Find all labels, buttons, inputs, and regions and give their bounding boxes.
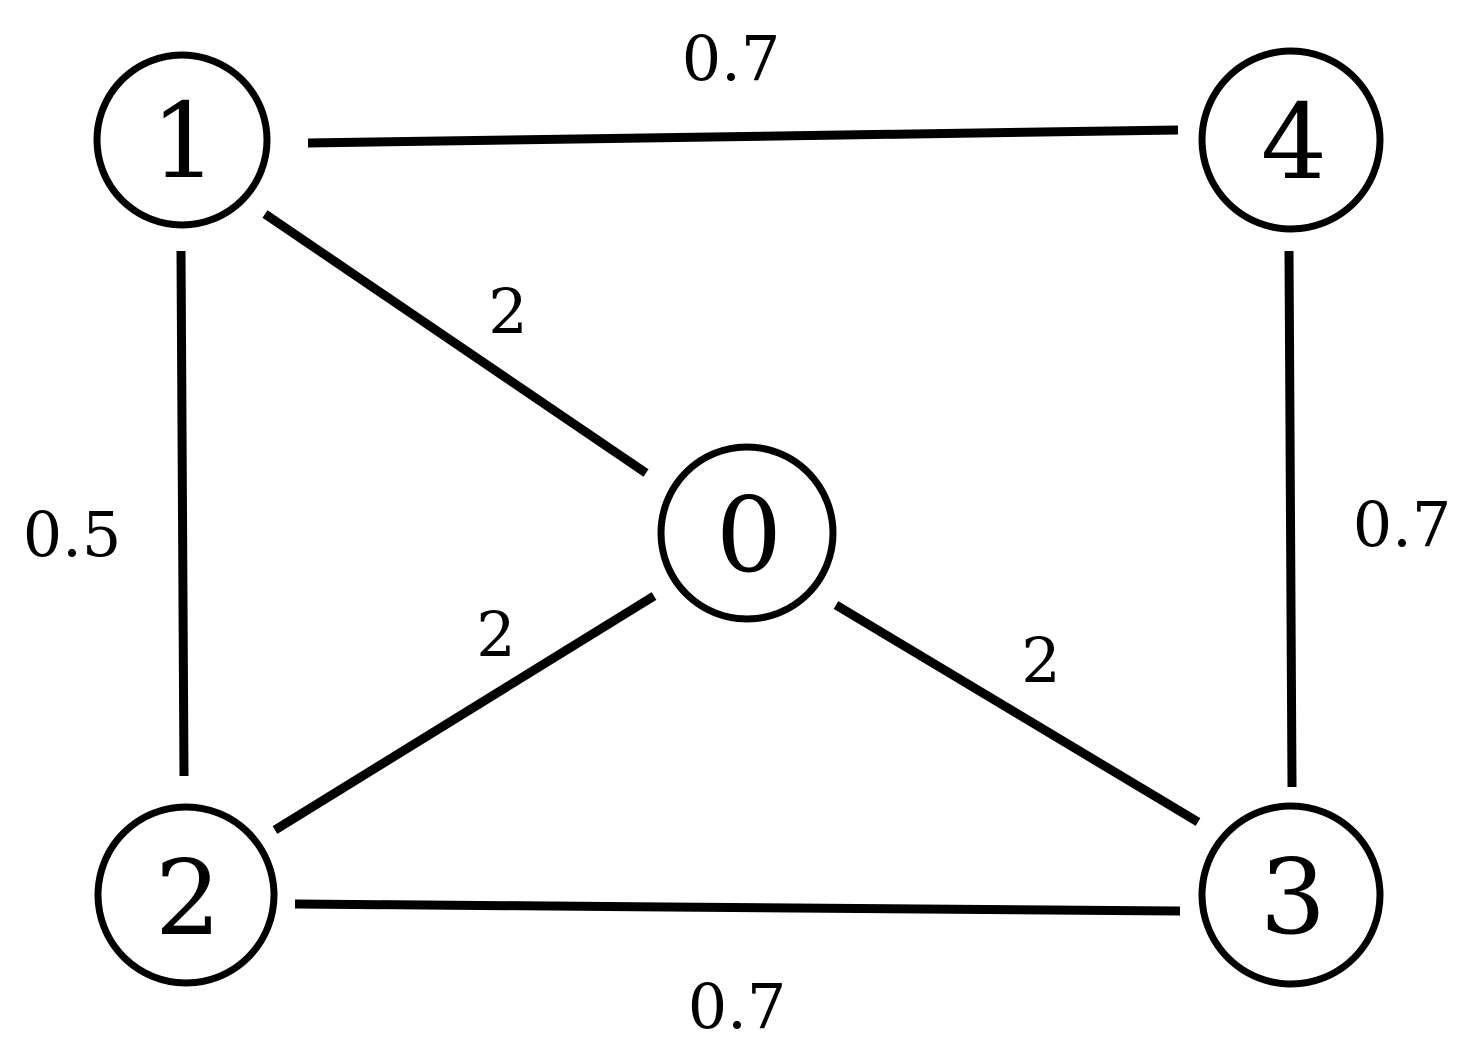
node-label-2: 2 bbox=[155, 837, 221, 959]
edge-label-1-2: 0.5 bbox=[23, 498, 122, 571]
node-0: 0 bbox=[657, 443, 837, 623]
node-2: 2 bbox=[94, 803, 278, 987]
edge-label-2-3: 0.7 bbox=[688, 970, 787, 1043]
edge-label-1-0: 2 bbox=[488, 275, 527, 348]
nodes: 1 4 0 2 3 bbox=[93, 47, 1384, 988]
node-circle-4 bbox=[1198, 47, 1384, 233]
node-circle-0 bbox=[657, 443, 837, 623]
node-3: 3 bbox=[1198, 802, 1384, 988]
node-label-3: 3 bbox=[1260, 836, 1326, 958]
edge-label-1-4: 0.7 bbox=[682, 22, 781, 95]
edge-1-0 bbox=[262, 210, 649, 477]
edge-label-4-3: 0.7 bbox=[1353, 488, 1452, 561]
edge-4-3 bbox=[1284, 250, 1297, 788]
edge-0-3 bbox=[833, 601, 1201, 826]
node-1: 1 bbox=[93, 51, 271, 229]
node-label-1: 1 bbox=[151, 80, 217, 202]
node-circle-2 bbox=[94, 803, 278, 987]
node-label-0: 0 bbox=[716, 474, 782, 596]
edge-2-3 bbox=[294, 899, 1181, 916]
edge-label-0-3: 2 bbox=[1021, 624, 1060, 697]
edge-label-2-0: 2 bbox=[476, 598, 515, 671]
node-circle-1 bbox=[93, 51, 271, 229]
edge-labels: 0.7 2 0.5 0.7 2 2 0.7 bbox=[23, 22, 1452, 1043]
edge-2-0 bbox=[272, 592, 657, 834]
edge-1-2 bbox=[176, 250, 189, 777]
node-label-4: 4 bbox=[1261, 81, 1327, 203]
edge-1-4 bbox=[307, 125, 1179, 148]
edges bbox=[176, 125, 1297, 916]
node-4: 4 bbox=[1198, 47, 1384, 233]
node-circle-3 bbox=[1198, 802, 1384, 988]
